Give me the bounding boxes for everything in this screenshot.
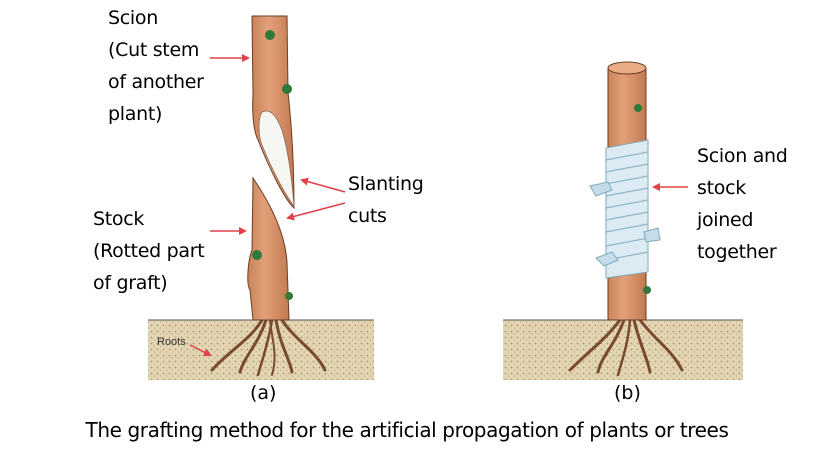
stock-label-line: Stock (93, 208, 145, 230)
stock-label-line: (Rotted part (93, 240, 205, 262)
cuts-label-line: cuts (348, 205, 387, 227)
scion-cut-face (258, 110, 295, 208)
scion-label: Scion (Cut stem of another plant) (108, 2, 204, 130)
bud-icon (265, 30, 275, 40)
panel-b (503, 61, 743, 380)
panel-a: Roots (148, 15, 374, 380)
stock-label-line: of graft) (93, 272, 168, 294)
roots-arrow (189, 344, 212, 356)
panel-b-label: (b) (614, 382, 641, 404)
cut-arrow-upper (300, 177, 346, 193)
bud-icon (643, 286, 651, 294)
stock-stem (247, 176, 290, 321)
scion-label-line: (Cut stem (108, 39, 200, 61)
roots-label: Roots (157, 336, 186, 348)
scion-label-line: Scion (108, 7, 158, 29)
grafting-tape (589, 139, 661, 279)
panel-a-label: (a) (250, 382, 277, 404)
cuts-label-line: Slanting (348, 173, 424, 195)
joined-label-line: joined (697, 209, 754, 231)
bud-icon (634, 104, 642, 112)
roots-a (210, 318, 327, 377)
soil-b (503, 320, 743, 380)
scion-label-line: plant) (108, 103, 163, 125)
stock-label: Stock (Rotted part of graft) (93, 203, 205, 299)
joined-label-line: together (697, 241, 777, 263)
joined-label-line: Scion and (697, 145, 788, 167)
joined-label: Scion and stock joined together (697, 140, 788, 268)
slanting-cuts-label: Slanting cuts (348, 168, 424, 232)
figure-caption: The grafting method for the artificial p… (85, 418, 729, 442)
joined-label-line: stock (697, 177, 746, 199)
bud-icon (282, 84, 292, 94)
roots-b (568, 318, 684, 377)
bud-icon (252, 250, 262, 260)
scion-label-line: of another (108, 71, 204, 93)
cut-arrow-lower (286, 202, 346, 221)
bud-icon (285, 292, 293, 300)
stem-top (607, 61, 647, 75)
